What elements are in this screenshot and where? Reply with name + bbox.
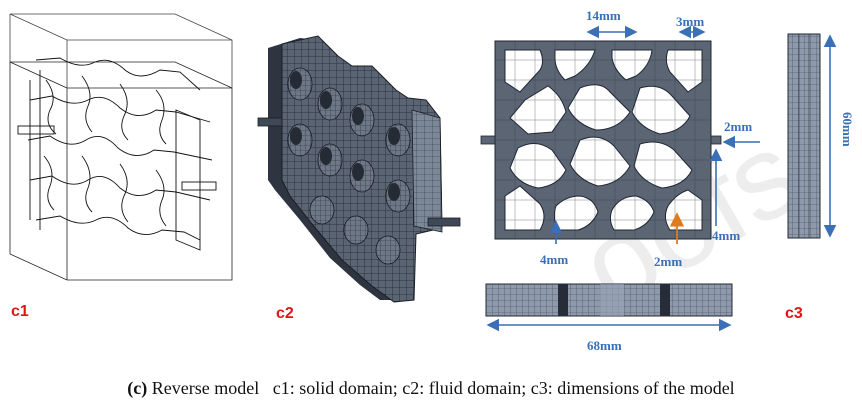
dimension-14mm: 14mm <box>586 8 621 23</box>
panel-label-c2: c2 <box>276 305 294 322</box>
dimension-2mm-right: 2mm <box>724 119 752 134</box>
dimension-2mm-bottom: 2mm <box>654 254 682 269</box>
dimension-3mm: 3mm <box>676 14 704 29</box>
front-view-mesh <box>480 40 722 240</box>
panel-label-c1: c1 <box>11 303 29 320</box>
bottom-view-mesh <box>485 283 733 317</box>
figure-caption: (c) Reverse model c1: solid domain; c2: … <box>0 378 862 399</box>
fluid-domain-mesh <box>257 35 461 303</box>
dimension-4mm-right: 4mm <box>712 228 740 243</box>
side-view-mesh <box>787 33 821 239</box>
panel-label-c3: c3 <box>785 305 803 322</box>
dimension-arrows <box>486 25 837 332</box>
dimension-60mm: 60mm <box>840 112 855 147</box>
caption-text: Reverse model c1: solid domain; c2: flui… <box>147 378 735 398</box>
dimension-4mm-bottom: 4mm <box>540 252 568 267</box>
dimension-68mm: 68mm <box>587 338 622 353</box>
solid-domain-wireframe <box>9 13 233 281</box>
caption-tag: (c) <box>127 378 148 398</box>
